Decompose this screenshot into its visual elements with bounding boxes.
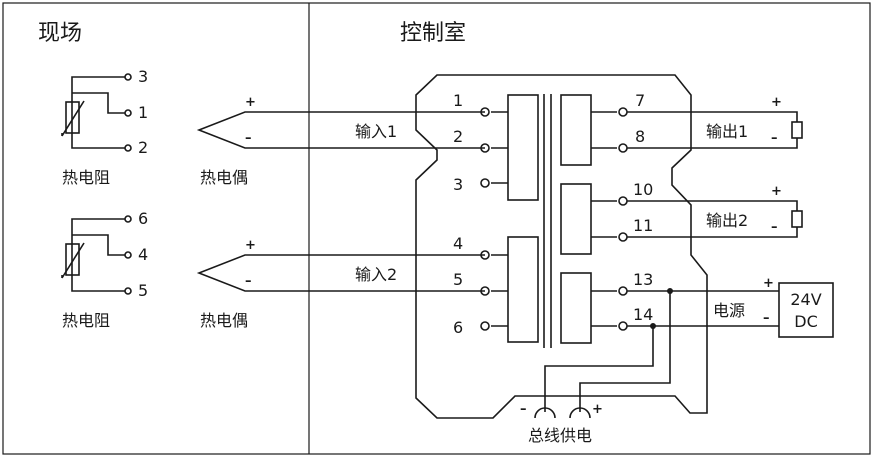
- output1-block: [560, 94, 592, 166]
- input-terminal-5: 5: [453, 270, 463, 289]
- power-label: 电源: [713, 301, 745, 320]
- tc-bottom-minus: –: [245, 274, 252, 289]
- output1-plus: +: [771, 95, 782, 110]
- tc-top-label: 热电偶: [200, 168, 248, 187]
- control-room-section-title: 控制室: [400, 21, 466, 46]
- power-plus: +: [763, 276, 774, 291]
- bus-power-wiring: [534, 288, 673, 419]
- bus-power-plus: +: [592, 402, 603, 417]
- rtd-bottom-terminal-4: 4: [138, 245, 148, 264]
- power-supply-voltage: 24V: [790, 290, 821, 309]
- power-supply-type: DC: [794, 312, 818, 331]
- power-terminal-13: 13: [633, 270, 653, 289]
- rtd-bottom-terminal-6: 6: [138, 209, 148, 228]
- input2-block: [507, 236, 539, 343]
- input-terminal-1: 1: [453, 91, 463, 110]
- output-terminal-11: 11: [633, 216, 653, 235]
- output2-block: [560, 183, 592, 255]
- rtd-bottom-terminal-5: 5: [138, 281, 148, 300]
- power-minus: –: [763, 311, 770, 326]
- output-terminal-stubs: [591, 107, 628, 331]
- tc-bottom-label: 热电偶: [200, 311, 248, 330]
- input-terminal-2: 2: [453, 127, 463, 146]
- input-terminal-stubs: [480, 107, 508, 331]
- rtd-top-terminal-2: 2: [138, 138, 148, 157]
- input-terminal-3: 3: [453, 175, 463, 194]
- rtd-top-terminal-1: 1: [138, 103, 148, 122]
- output-terminal-10: 10: [633, 180, 653, 199]
- power-terminal-14: 14: [633, 305, 653, 324]
- tc-bottom-plus: +: [245, 238, 256, 253]
- bus-power-label: 总线供电: [528, 426, 592, 445]
- rtd-bottom-label: 热电阻: [62, 311, 110, 330]
- thermocouple-bottom-symbol: [196, 254, 485, 292]
- output1-load-wiring: [627, 111, 803, 149]
- output-terminal-7: 7: [635, 91, 645, 110]
- power-block: [560, 272, 592, 344]
- output1-label: 输出1: [706, 122, 748, 141]
- input-terminal-4: 4: [453, 234, 463, 253]
- input2-label: 输入2: [355, 265, 397, 284]
- output-terminal-8: 8: [635, 127, 645, 146]
- input1-block: [507, 94, 539, 201]
- input-terminal-6: 6: [453, 318, 463, 337]
- thermocouple-top-symbol: [196, 111, 485, 149]
- rtd-bottom-symbol: [61, 215, 132, 295]
- output2-minus: –: [771, 220, 778, 235]
- output2-label: 输出2: [706, 211, 748, 230]
- isolator-housing: [415, 74, 708, 419]
- tc-top-minus: –: [245, 131, 252, 146]
- tc-top-plus: +: [245, 95, 256, 110]
- output2-plus: +: [771, 184, 782, 199]
- output2-load-wiring: [627, 200, 803, 238]
- field-section-title: 现场: [38, 21, 82, 46]
- input1-label: 输入1: [355, 122, 397, 141]
- rtd-top-symbol: [61, 73, 132, 152]
- output1-minus: –: [771, 131, 778, 146]
- bus-power-minus: –: [520, 402, 527, 417]
- rtd-top-terminal-3: 3: [138, 67, 148, 86]
- rtd-top-label: 热电阻: [62, 168, 110, 187]
